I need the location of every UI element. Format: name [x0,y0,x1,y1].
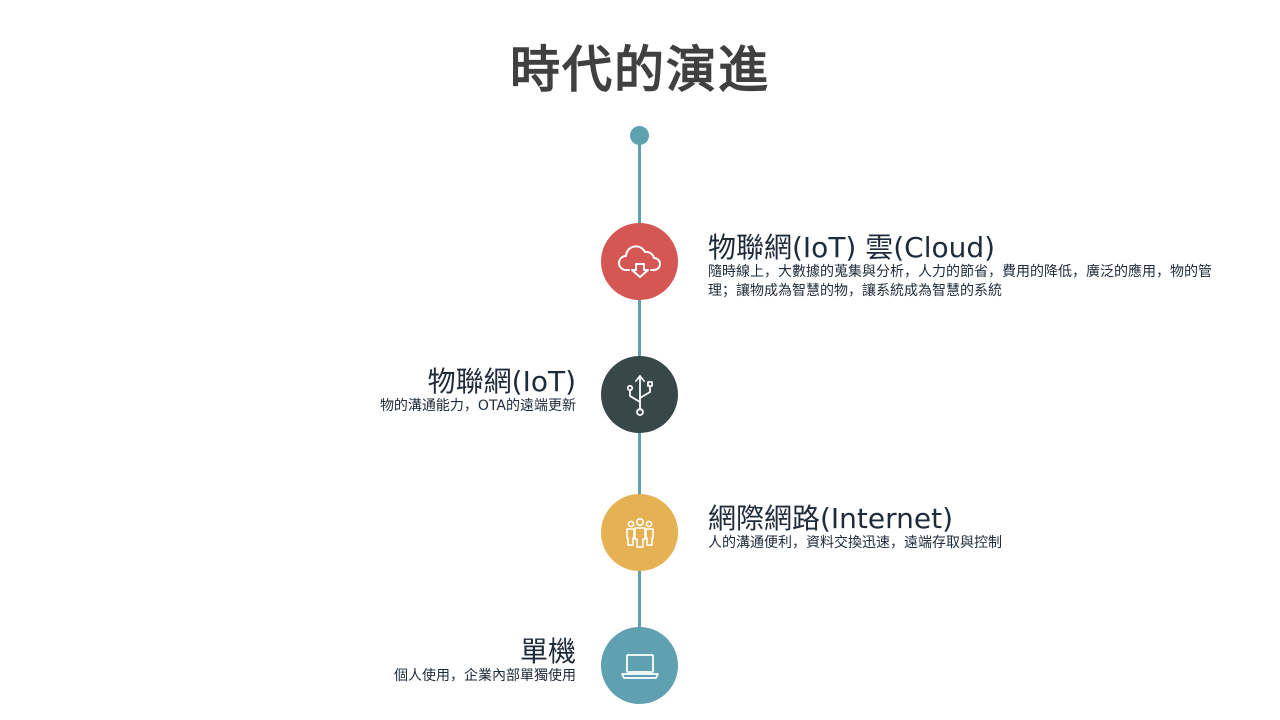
stage-internet-heading: 網際網路(Internet) [708,502,954,535]
stage-iot-label: 物聯網(IoT) 物的溝通能力，OTA的遠端更新 [276,367,576,416]
usb-icon [626,374,653,416]
stage-iot-description: 物的溝通能力，OTA的遠端更新 [379,398,576,414]
standalone-node [601,627,678,704]
stage-cloud-description: 隨時線上，大數據的蒐集與分析，人力的節省，費用的降低，廣泛的應用，物的管理；讓物… [708,264,1212,299]
stage-standalone-description: 個人使用，企業內部單獨使用 [394,668,576,684]
laptop-icon [620,653,659,679]
internet-node [601,494,678,571]
slide-title: 時代的演進 [510,40,770,99]
stage-internet-description: 人的溝通便利，資料交換迅速，遠端存取與控制 [708,535,1002,551]
stage-standalone-heading: 單機 [519,635,576,668]
stage-iot-heading: 物聯網(IoT) [427,365,576,398]
iot-node [601,356,678,433]
stage-cloud-label: 物聯網(IoT) 雲(Cloud) 隨時線上，大數據的蒐集與分析，人力的節省，費… [708,233,1213,301]
stage-internet-label: 網際網路(Internet) 人的溝通便利，資料交換迅速，遠端存取與控制 [708,504,1108,553]
timeline-start-dot [630,126,649,145]
cloud-node [601,223,678,300]
people-icon [625,517,654,548]
stage-cloud-heading: 物聯網(IoT) 雲(Cloud) [708,231,996,264]
stage-standalone-label: 單機 個人使用，企業內部單獨使用 [276,637,576,686]
cloud-download-icon [617,244,661,278]
